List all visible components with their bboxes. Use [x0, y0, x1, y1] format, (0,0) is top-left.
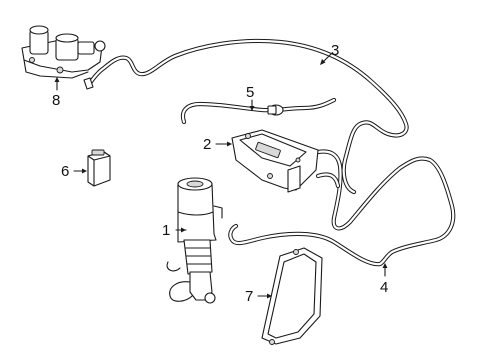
callout-number-1: 1 — [162, 222, 170, 239]
callout-7: 7 — [245, 288, 272, 305]
callout-5: 5 — [246, 84, 255, 111]
callout-number-4: 4 — [380, 279, 388, 296]
callout-1: 1 — [162, 222, 187, 239]
callout-8: 8 — [52, 77, 60, 109]
relay-module — [87, 149, 111, 187]
cover-panel — [261, 247, 323, 345]
air-line-upper — [83, 38, 409, 195]
callout-number-8: 8 — [52, 92, 60, 109]
callout-6: 6 — [61, 163, 87, 180]
callout-4: 4 — [380, 263, 388, 296]
callout-number-7: 7 — [245, 288, 253, 305]
callout-3: 3 — [320, 42, 339, 65]
callout-2: 2 — [203, 136, 232, 153]
short-air-line — [180, 97, 337, 125]
valve-block — [231, 129, 319, 193]
compressor-assembly — [21, 25, 106, 79]
air-spring-strut — [166, 177, 223, 304]
air-line-lower — [228, 149, 456, 267]
callout-number-3: 3 — [331, 42, 339, 59]
callout-number-6: 6 — [61, 163, 69, 180]
callout-number-5: 5 — [246, 84, 254, 101]
callout-number-2: 2 — [203, 136, 211, 153]
